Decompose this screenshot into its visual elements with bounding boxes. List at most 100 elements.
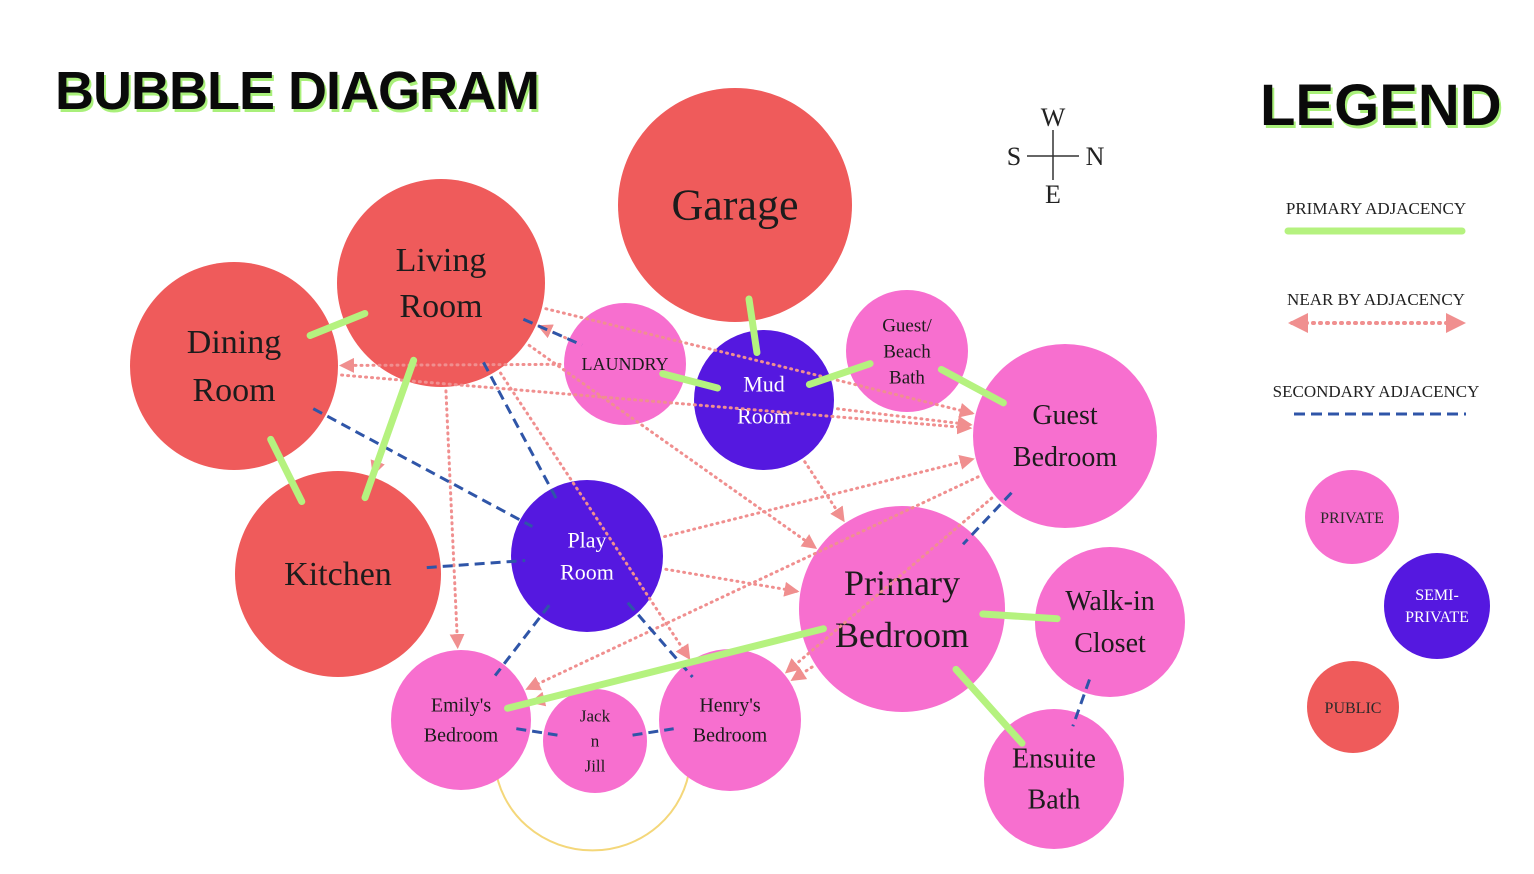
primary-link-dining-kitchen xyxy=(267,435,306,506)
nearby-link-play-primary xyxy=(664,567,800,597)
compass-south: S xyxy=(1007,142,1021,171)
secondary-link-walkin-ensuite xyxy=(1071,678,1091,727)
room-label-henry-line: Henry's xyxy=(699,695,761,717)
room-label-primary-line: Primary xyxy=(844,563,960,603)
legend-semi-private-label-line: PRIVATE xyxy=(1405,609,1469,626)
room-label-jack-line: Jack xyxy=(580,707,611,726)
legend-private-label: PRIVATE xyxy=(1320,510,1384,527)
legend-semi-private-swatch xyxy=(1384,553,1490,659)
room-bubble-mud xyxy=(694,330,834,470)
room-label-play-line: Play xyxy=(567,527,606,552)
room-label-mud-line: Room xyxy=(737,403,791,428)
secondary-adjacency-lines xyxy=(312,317,1091,737)
room-label-guestbath-line: Bath xyxy=(889,367,925,388)
compass-west: W xyxy=(1041,103,1066,132)
room-label-ensuite-line: Bath xyxy=(1028,785,1081,816)
nearby-link-guestbed-emily xyxy=(525,475,980,691)
nearby-link-laundry-dining xyxy=(338,357,562,373)
legend-public-swatch xyxy=(1307,661,1399,753)
legend-secondary-label: SECONDARY ADJACENCY xyxy=(1272,382,1480,401)
primary-adjacency-lines xyxy=(267,295,1061,747)
nearby-link-play-guestbed xyxy=(663,455,975,539)
room-label-emily-line: Bedroom xyxy=(424,725,499,747)
nearby-link-living-henry xyxy=(499,371,691,660)
room-bubble-guestbed xyxy=(973,344,1157,528)
room-label-laundry: LAUNDRY xyxy=(581,354,668,374)
nearby-link-guestbed-henry xyxy=(784,496,994,674)
room-label-guestbed-line: Bedroom xyxy=(1013,442,1117,473)
room-label-jack-line: n xyxy=(591,732,600,751)
legend-title: LEGEND xyxy=(1260,73,1502,138)
legend-semi-private-label: SEMI-PRIVATE xyxy=(1405,587,1469,626)
room-label-laundry-line: LAUNDRY xyxy=(581,354,668,374)
primary-link-guestbath-guestbed xyxy=(937,365,1007,407)
room-label-henry-line: Bedroom xyxy=(693,725,768,747)
room-label-ensuite-line: Ensuite xyxy=(1012,744,1096,775)
room-bubble-henry xyxy=(659,649,801,791)
room-bubble-laundry xyxy=(564,303,686,425)
room-bubble-kitchen xyxy=(235,471,441,677)
room-label-emily-line: Emily's xyxy=(431,695,491,717)
room-bubble-play xyxy=(511,480,663,632)
room-bubble-ensuite xyxy=(984,709,1124,849)
room-bubble-garage xyxy=(618,88,852,322)
room-label-living-line: Living xyxy=(396,242,487,279)
nearby-adjacency-lines xyxy=(338,307,994,707)
room-label-kitchen: Kitchen xyxy=(284,556,392,593)
jack-n-jill-shared-arc xyxy=(494,764,691,852)
primary-link-laundry-mud xyxy=(659,370,722,392)
room-bubble-primary xyxy=(799,506,1005,712)
secondary-link-guestbed-primary xyxy=(961,491,1013,546)
secondary-link-living-laundry xyxy=(522,317,583,347)
room-label-living-line: Room xyxy=(399,288,482,325)
compass-rose: W S N E xyxy=(1007,103,1105,209)
secondary-link-kitchen-play xyxy=(426,558,526,570)
room-bubble-living xyxy=(337,179,545,387)
primary-link-garage-mud xyxy=(745,295,761,357)
room-label-kitchen-line: Kitchen xyxy=(284,556,392,593)
compass-north: N xyxy=(1086,142,1105,171)
jack-n-jill-arc-layer xyxy=(494,764,691,852)
legend-private-swatch xyxy=(1305,470,1399,564)
secondary-link-jack-henry xyxy=(632,727,674,737)
room-label-dining-line: Dining xyxy=(187,324,281,361)
room-label-primary-line: Bedroom xyxy=(835,615,969,655)
page-title: BUBBLE DIAGRAM xyxy=(55,61,540,121)
room-label-mud-line: Mud xyxy=(743,371,785,396)
nearby-link-living-guestbed xyxy=(544,307,975,418)
compass-east: E xyxy=(1045,180,1061,209)
nearby-link-living-emily xyxy=(444,389,465,650)
room-bubble-dining xyxy=(130,262,338,470)
room-label-jack-line: Jill xyxy=(585,757,606,776)
secondary-link-emily-jack xyxy=(516,727,558,737)
room-bubble-walkin xyxy=(1035,547,1185,697)
room-label-garage-line: Garage xyxy=(671,181,798,230)
primary-link-living-kitchen xyxy=(361,356,418,502)
nearby-link-living-primary xyxy=(527,343,818,549)
room-bubbles xyxy=(130,88,1185,849)
room-bubble-jack xyxy=(543,689,647,793)
room-label-garage: Garage xyxy=(671,181,798,230)
nearby-link-mud-primary xyxy=(803,460,845,523)
room-bubble-emily xyxy=(391,650,531,790)
room-label-dining-line: Room xyxy=(192,372,275,409)
room-bubble-guestbath xyxy=(846,290,968,412)
room-label-play-line: Room xyxy=(560,559,614,584)
primary-link-emily-primary xyxy=(504,625,827,712)
nearby-link-primary-henry xyxy=(790,665,814,681)
room-label-walkin-line: Closet xyxy=(1074,628,1146,659)
primary-link-primary-walkin xyxy=(979,610,1061,623)
legend-nearby-label: NEAR BY ADJACENCY xyxy=(1287,290,1465,309)
legend-public-label: PUBLIC xyxy=(1325,700,1382,717)
legend-primary-label: PRIMARY ADJACENCY xyxy=(1285,199,1467,218)
